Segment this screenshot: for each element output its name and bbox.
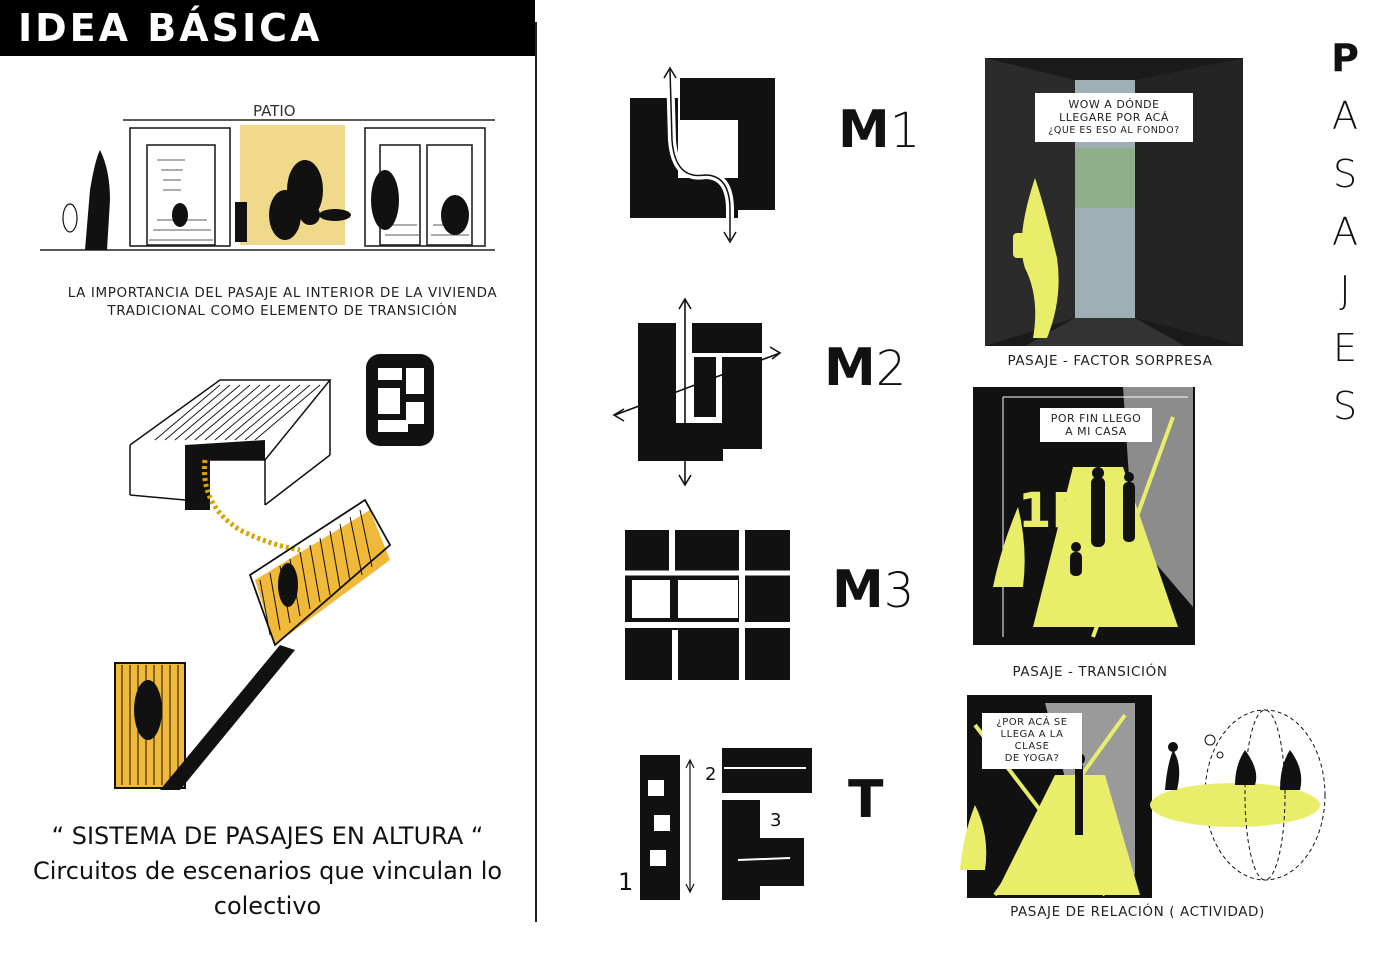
t-number-1: 1 [618,868,633,896]
bubble-1-line-2: LLEGARE POR ACÁ [1059,111,1169,124]
bubble-3-line-3: DE YOGA? [1004,753,1060,764]
scene-3-caption: PASAJE DE RELACIÓN ( ACTIVIDAD) [1010,904,1265,920]
module-t-label: T [848,770,884,830]
patio-label: PATIO [253,102,296,120]
scene-2-caption: PASAJE - TRANSICIÓN [1012,664,1168,680]
subtitle-line-2: colectivo [213,892,322,920]
vertical-title-letter: A [1332,210,1358,254]
scene-relation-illustration [960,695,1326,898]
vertical-title-letter: S [1332,152,1358,196]
scene-1-caption: PASAJE - FACTOR SORPRESA [1007,353,1213,369]
scene-2-sign: 1P [1018,483,1087,539]
bubble-3-line-2: LLEGA A LA CLASE [1000,729,1064,752]
speech-bubble-3: ¿POR ACÁ SE LLEGA A LA CLASE DE YOGA? [982,713,1082,769]
module-t-diagram: 1 2 3 [618,748,812,900]
title-bar [0,0,535,56]
bubble-1-line-1: WOW A DÓNDE [1068,98,1160,111]
column-divider [535,22,537,922]
speech-bubble-1: WOW A DÓNDE LLEGARE POR ACÁ ¿QUE ES ESO … [1035,93,1193,142]
bubble-3-line-1: ¿POR ACÁ SE [996,717,1068,728]
subtitle-line-1: Circuitos de escenarios que vinculan lo [32,857,503,885]
bubble-2-line-1: POR FIN LLEGO [1050,412,1142,425]
caption-line-2: TRADICIONAL COMO ELEMENTO DE TRANSICIÓN [107,303,458,319]
vertical-title-letter: S [1332,384,1358,428]
t-number-3: 3 [770,810,781,831]
module-logo-icon [366,354,434,446]
vertical-title-letter: J [1339,268,1351,312]
caption-line-1: LA IMPORTANCIA DEL PASAJE AL INTERIOR DE… [67,285,498,301]
house-section-sketch: PATIO [40,102,495,251]
vertical-title-letter: P [1331,36,1359,80]
bubble-2-line-2: A MI CASA [1065,425,1127,438]
module-m1-label: M1 [838,100,921,160]
module-m2-label: M2 [824,338,907,398]
bubble-1-line-3: ¿QUE ES ESO AL FONDO? [1048,125,1180,136]
vertical-title-letter: E [1332,326,1357,370]
t-number-2: 2 [705,764,716,785]
quote-title: “ SISTEMA DE PASAJES EN ALTURA “ [51,822,484,850]
module-m3-label: M3 [832,560,915,620]
elevated-passages-sketch [114,379,392,790]
module-m1-diagram [630,66,775,244]
module-m3-diagram [625,530,790,680]
vertical-title-letter: A [1332,94,1358,138]
module-m2-diagram [612,297,782,487]
page-title: IDEA BÁSICA [18,6,323,50]
speech-bubble-2: POR FIN LLEGO A MI CASA [1040,408,1152,442]
